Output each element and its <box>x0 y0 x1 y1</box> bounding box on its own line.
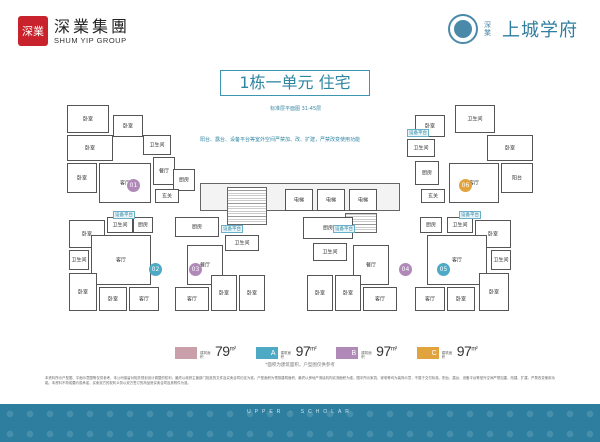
legend-sub: 建筑面积 <box>361 351 372 359</box>
room-living: 客厅 <box>175 287 209 311</box>
room-kitchen: 厨房 <box>133 217 153 233</box>
room-bathroom: 卫生间 <box>313 243 347 261</box>
room-bedroom: 卧室 <box>335 275 361 311</box>
room-bathroom: 卫生间 <box>447 217 473 233</box>
stair <box>227 187 267 225</box>
legend-swatch: C <box>416 347 439 359</box>
legend-swatch <box>175 347 197 359</box>
legend-item: 建筑面积 79m² <box>175 343 236 359</box>
room-bathroom: 卫生间 <box>69 250 89 270</box>
legend-sub: 建筑面积 <box>200 351 211 359</box>
brand-name-en: SHUM YIP GROUP <box>54 35 127 45</box>
brand-name-cn: 深業集團 <box>54 16 131 36</box>
room-living: 客厅 <box>129 287 159 311</box>
room-balcony: 阳台 <box>501 163 533 193</box>
room-bedroom: 卧室 <box>67 163 97 193</box>
room-living: 客厅 <box>415 287 445 311</box>
legend-sub: 建筑面积 <box>441 351 453 359</box>
unit-number-04: 04 <box>399 263 412 276</box>
equip-platform-label: 设备平台 <box>459 211 481 219</box>
legend-value: 97m² <box>456 343 478 359</box>
disclaimer-text: 本资料所示户型图、平面示意图等仅供参考，本公司保留对相关规划设计调整的权利，最终… <box>45 376 555 385</box>
room-living: 客厅 <box>99 163 151 203</box>
unit-number-06: 06 <box>459 179 472 192</box>
unit-number-05: 05 <box>437 263 450 276</box>
room-living: 客厅 <box>427 235 487 285</box>
room-living: 客厅 <box>449 163 499 203</box>
band-pattern <box>0 404 600 442</box>
legend-hint: *面积为建筑面积，户型图仅供参考 <box>265 363 335 368</box>
room-bedroom: 卧室 <box>447 287 475 311</box>
room-elevator: 电梯 <box>285 189 313 211</box>
room-entrance: 玄关 <box>421 189 445 203</box>
room-bathroom: 卫生间 <box>491 250 511 270</box>
room-kitchen: 厨房 <box>173 169 195 191</box>
legend-value: 97m² <box>295 343 317 359</box>
room-dining: 餐厅 <box>153 157 175 185</box>
room-elevator: 电梯 <box>317 189 345 211</box>
usage-notice: 阳台、露台、设备平台等室外空间严禁加、改、扩建，严禁改变使用功能 <box>200 137 361 143</box>
project-name: 上城学府 <box>502 20 578 41</box>
footer-band: UPPER · SCHOLAR <box>0 404 600 442</box>
room-elevator: 电梯 <box>349 189 377 211</box>
floor-plan: 卧室 卧室 卧室 卫生间 卧室 客厅 餐厅 厨房 玄关 01 卧室 卫生间 卫生… <box>55 105 545 325</box>
page-title: 1栋一单元 住宅 <box>220 70 370 96</box>
area-legend: 建筑面积 79m² A 建筑面积 97m² B 建筑面积 97m² C 建筑面积… <box>175 343 478 359</box>
equip-platform-label: 设备平台 <box>407 129 429 137</box>
room-entrance: 玄关 <box>155 189 179 203</box>
room-bathroom: 卫生间 <box>455 105 495 133</box>
room-living: 客厅 <box>363 287 397 311</box>
room-bathroom: 卫生间 <box>225 235 259 251</box>
unit-number-02: 02 <box>149 263 162 276</box>
band-text: UPPER · SCHOLAR <box>247 409 353 415</box>
legend-sub: 建筑面积 <box>280 351 292 359</box>
legend-swatch: B <box>336 347 359 359</box>
unit-number-03: 03 <box>189 263 202 276</box>
legend-item: C 建筑面积 97m² <box>416 343 478 359</box>
legend-swatch: A <box>255 347 278 359</box>
room-bedroom: 卧室 <box>211 275 237 311</box>
unit-number-01: 01 <box>127 179 140 192</box>
project-emblem-icon <box>448 14 478 44</box>
legend-value: 97m² <box>376 343 397 359</box>
room-bedroom: 卧室 <box>113 115 143 137</box>
room-bedroom: 卧室 <box>239 275 265 311</box>
room-bathroom: 卫生间 <box>107 217 133 233</box>
room-kitchen: 厨房 <box>175 217 219 237</box>
room-bedroom: 卧室 <box>479 273 509 311</box>
room-kitchen: 厨房 <box>420 217 442 233</box>
room-kitchen: 厨房 <box>415 161 439 185</box>
legend-item: A 建筑面积 97m² <box>255 343 317 359</box>
room-bedroom: 卧室 <box>487 135 533 161</box>
project-sub: 深業 <box>484 21 491 37</box>
room-bedroom: 卧室 <box>67 135 113 161</box>
plan-label: 标准层平面图 31-45层 <box>270 106 322 112</box>
room-living: 客厅 <box>91 235 151 285</box>
legend-value: 79m² <box>215 343 236 359</box>
project-logo: 深業 上城学府 <box>448 14 578 44</box>
room-bedroom: 卧室 <box>307 275 333 311</box>
room-bedroom: 卧室 <box>67 105 109 133</box>
room-bedroom: 卧室 <box>99 287 127 311</box>
equip-platform-label: 设备平台 <box>333 225 355 233</box>
brand-seal-icon: 深業 <box>18 16 48 46</box>
room-bathroom: 卫生间 <box>143 135 171 155</box>
equip-platform-label: 设备平台 <box>221 225 243 233</box>
room-bathroom: 卫生间 <box>407 139 435 157</box>
equip-platform-label: 设备平台 <box>113 211 135 219</box>
room-bedroom: 卧室 <box>69 273 97 311</box>
legend-item: B 建筑面积 97m² <box>336 343 397 359</box>
brand-logo: 深業 深業集團 SHUM YIP GROUP <box>18 16 130 46</box>
